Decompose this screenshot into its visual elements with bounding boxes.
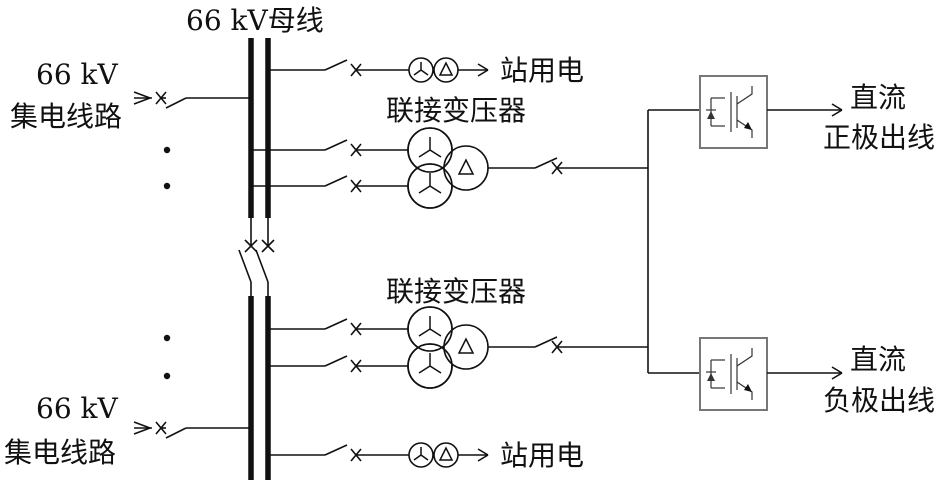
dc-positive-label-1: 直流 bbox=[850, 81, 906, 114]
dc-negative-label-2: 负极出线 bbox=[823, 384, 935, 417]
converter-negative bbox=[699, 337, 843, 411]
station-service-feeder-top bbox=[268, 57, 489, 83]
collector-name-bottom: 集电线路 bbox=[4, 436, 116, 469]
station-service-label-top: 站用电 bbox=[500, 54, 584, 87]
ellipsis-top bbox=[163, 146, 171, 190]
collector-line-bottom bbox=[133, 421, 251, 439]
link-transformer-bottom bbox=[268, 306, 648, 389]
delta-winding-top bbox=[443, 145, 489, 191]
collector-name-top: 集电线路 bbox=[10, 100, 122, 133]
bus-section-switch bbox=[238, 218, 275, 296]
link-transformer-label-top: 联接变压器 bbox=[386, 94, 526, 127]
link-transformer-label-bottom: 联接变压器 bbox=[386, 275, 526, 308]
converter-positive bbox=[699, 75, 843, 149]
bus-title: 66 kV母线 bbox=[186, 4, 324, 37]
station-service-feeder-bottom bbox=[268, 442, 489, 468]
dc-tie bbox=[647, 109, 700, 374]
collector-voltage-top: 66 kV bbox=[36, 58, 118, 91]
busbar-group bbox=[238, 38, 275, 480]
ellipsis-bottom bbox=[163, 334, 171, 380]
dc-negative-label-1: 直流 bbox=[850, 343, 906, 376]
link-transformer-top bbox=[251, 127, 648, 209]
delta-winding-bottom bbox=[443, 324, 489, 370]
collector-line-top bbox=[133, 91, 251, 109]
collector-voltage-bottom: 66 kV bbox=[36, 392, 118, 425]
dc-positive-label-2: 正极出线 bbox=[823, 121, 935, 154]
station-service-label-bottom: 站用电 bbox=[500, 439, 584, 472]
